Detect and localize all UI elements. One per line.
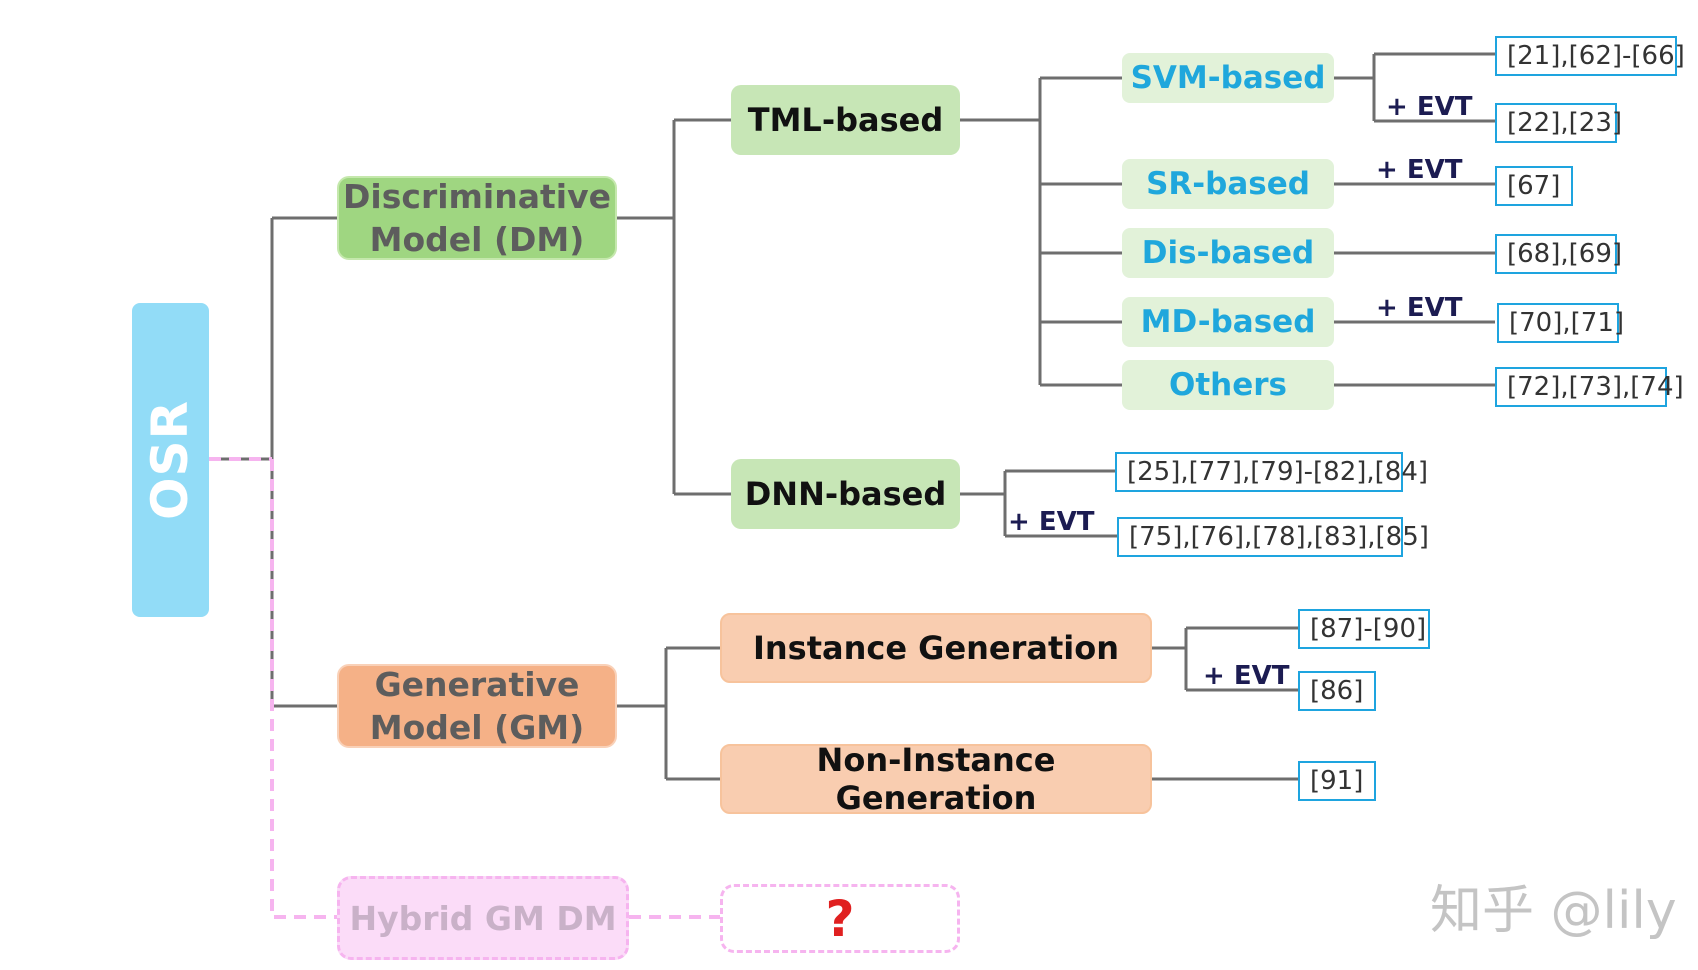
- reference-text: [21],[62]-[66]: [1507, 41, 1685, 71]
- reference-text: [87]-[90]: [1310, 614, 1427, 644]
- reference-text: [86]: [1310, 676, 1364, 706]
- reference-box-dis: [68],[69]: [1495, 234, 1622, 274]
- reference-box-svm-evt: [22],[23]: [1495, 103, 1622, 143]
- reference-box-dnn: [25],[77],[79]-[82],[84]: [1115, 452, 1428, 492]
- sr-based-node: SR-based: [1122, 159, 1334, 209]
- dnn-evt-label: + EVT: [1008, 507, 1095, 537]
- discriminative-line2: Model (DM): [369, 220, 585, 259]
- watermark: 知乎 @lily: [1430, 881, 1677, 941]
- sr-based-label: SR-based: [1146, 166, 1310, 202]
- osr-root-node: OSR: [132, 303, 209, 617]
- generative-line2: Model (GM): [369, 708, 585, 747]
- md-based-node: MD-based: [1122, 297, 1334, 347]
- reference-box-svm: [21],[62]-[66]: [1495, 36, 1685, 76]
- instance-evt-label: + EVT: [1203, 661, 1290, 691]
- non-instance-generation-label: Non-Instance Generation: [816, 741, 1056, 817]
- generative-line1: Generative: [374, 665, 580, 704]
- reference-text: [72],[73],[74]: [1507, 372, 1684, 402]
- reference-box-others: [72],[73],[74]: [1495, 367, 1684, 407]
- others-node: Others: [1122, 360, 1334, 410]
- reference-box-instance: [87]-[90]: [1298, 609, 1430, 649]
- discriminative-model-node: Discriminative Model (DM): [337, 176, 617, 260]
- reference-box-sr: [67]: [1495, 166, 1573, 206]
- tml-based-label: TML-based: [747, 101, 944, 139]
- reference-box-dnn-evt: [75],[76],[78],[83],[85]: [1117, 517, 1429, 557]
- md-evt-label: + EVT: [1376, 293, 1463, 323]
- reference-text: [75],[76],[78],[83],[85]: [1129, 522, 1429, 552]
- hybrid-label: Hybrid GM DM: [349, 898, 617, 938]
- reference-text: [67]: [1507, 171, 1561, 201]
- reference-text: [68],[69]: [1507, 239, 1623, 269]
- unknown-node: ?: [720, 884, 960, 953]
- svm-based-node: SVM-based: [1122, 53, 1334, 103]
- reference-box-md: [70],[71]: [1497, 303, 1624, 343]
- others-label: Others: [1168, 367, 1287, 403]
- generative-model-node: Generative Model (GM): [337, 664, 617, 748]
- dis-based-node: Dis-based: [1122, 228, 1334, 278]
- svm-based-label: SVM-based: [1130, 60, 1326, 96]
- svm-evt-label: + EVT: [1386, 92, 1473, 122]
- instance-generation-node: Instance Generation: [720, 613, 1152, 683]
- instance-generation-label: Instance Generation: [752, 629, 1120, 667]
- dnn-based-node: DNN-based: [731, 459, 960, 529]
- hybrid-model-node: Hybrid GM DM: [337, 876, 629, 960]
- reference-text: [25],[77],[79]-[82],[84]: [1127, 457, 1429, 487]
- reference-text: [22],[23]: [1507, 108, 1623, 138]
- dnn-based-label: DNN-based: [744, 475, 947, 513]
- discriminative-line1: Discriminative: [343, 177, 611, 216]
- reference-box-non-instance: [91]: [1298, 761, 1376, 801]
- reference-box-instance-evt: [86]: [1298, 671, 1376, 711]
- osr-root-label: OSR: [141, 399, 200, 521]
- tml-based-node: TML-based: [731, 85, 960, 155]
- reference-text: [70],[71]: [1509, 308, 1625, 338]
- non-instance-generation-node: Non-Instance Generation: [720, 741, 1152, 817]
- question-mark: ?: [825, 889, 855, 948]
- md-based-label: MD-based: [1140, 304, 1316, 340]
- sr-evt-label: + EVT: [1376, 155, 1463, 185]
- reference-text: [91]: [1310, 766, 1364, 796]
- dis-based-label: Dis-based: [1141, 235, 1315, 271]
